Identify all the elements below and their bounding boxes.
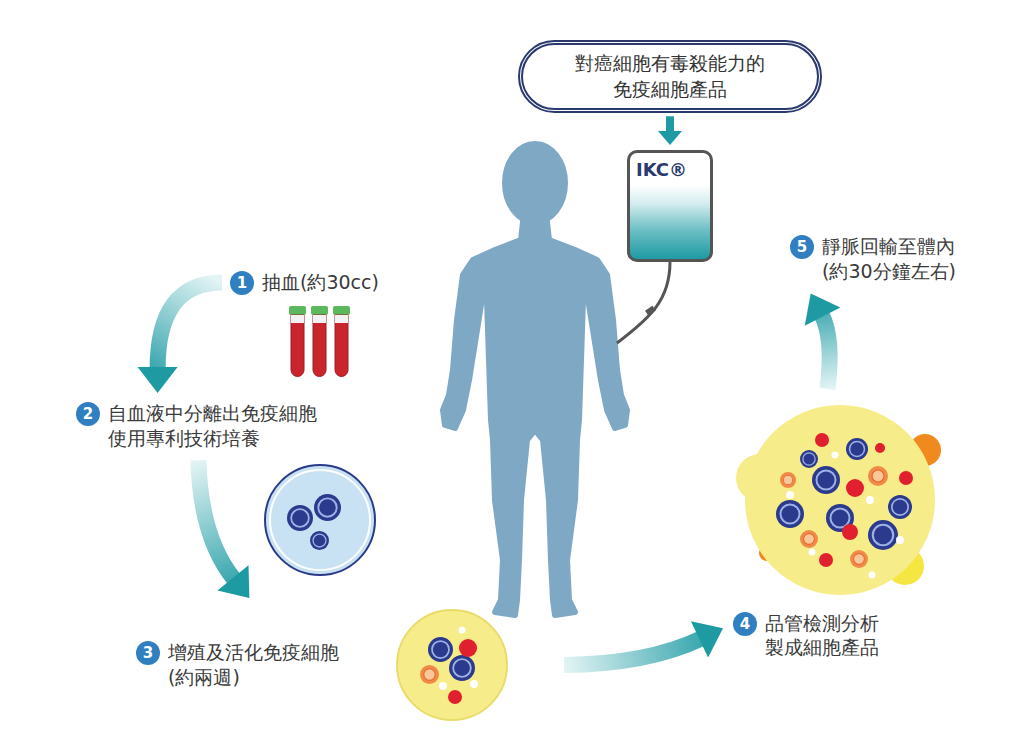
process-step: 1 抽血(約30cc) (230, 270, 432, 295)
arrow-head (658, 131, 682, 145)
dish (397, 610, 507, 720)
flow-arrow (805, 293, 841, 389)
tube-cap (311, 306, 328, 315)
dot (809, 549, 816, 556)
callout-number: 2 (76, 402, 100, 426)
callout-box: 對癌細胞有毒殺能力的 免疫細胞產品 (518, 40, 822, 113)
activated-cell (780, 472, 796, 488)
immune-cell (888, 495, 912, 519)
step-text: 靜脈回輸至體內 (約30分鐘左右) (822, 234, 997, 283)
step-row: 5 靜脈回輸至體內 (約30分鐘左右) (790, 234, 997, 283)
tube-top (335, 315, 348, 323)
callout-number: 1 (230, 271, 254, 295)
tube-top (313, 315, 326, 323)
red-cell (875, 443, 885, 453)
red-cell (448, 690, 462, 704)
step-row: 2 自血液中分離出免疫細胞 使用專利技術培養 (76, 401, 348, 450)
step-text: 自血液中分離出免疫細胞 使用專利技術培養 (108, 401, 348, 450)
product-circle (745, 405, 935, 595)
process-step: 5 靜脈回輸至體內 (約30分鐘左右) (790, 234, 997, 283)
callout-number: 4 (733, 612, 757, 636)
flow-arrow (138, 283, 222, 394)
arrow-head (805, 293, 841, 325)
activated-cell (850, 550, 868, 568)
arrow-shaft (198, 460, 234, 579)
expansion-dish (397, 610, 507, 720)
flow-arrow (564, 621, 723, 665)
head (505, 144, 565, 222)
dish-rim (270, 470, 370, 570)
red-cell (846, 479, 864, 497)
activated-cell (420, 665, 439, 684)
arrow-shaft (822, 315, 830, 389)
dot (896, 536, 904, 544)
tube (313, 315, 326, 377)
immune-cell (800, 450, 818, 468)
infusion-bag: IKC® (627, 150, 713, 262)
culture-dish (265, 465, 375, 575)
dot (786, 491, 794, 499)
step-row: 3 增殖及活化免疫細胞 (約兩週) (136, 640, 363, 689)
arrow-shaft (158, 283, 222, 370)
process-step: 2 自血液中分離出免疫細胞 使用專利技術培養 (76, 401, 348, 450)
immune-cell (812, 466, 840, 494)
activated-cell (800, 530, 818, 548)
activated-cell (868, 466, 888, 486)
tube (335, 315, 348, 377)
tube-clamp (645, 306, 656, 316)
red-cell (815, 433, 829, 447)
callout-number: 5 (790, 235, 814, 259)
dish (265, 465, 375, 575)
immune-cell (449, 655, 475, 681)
tube-cap (289, 306, 306, 315)
step-row: 4 品管檢測分析 製成細胞產品 (733, 611, 915, 660)
callout-number: 3 (136, 641, 160, 665)
immune-cell (868, 520, 898, 550)
immune-cell (310, 531, 329, 550)
arrow-head (138, 367, 178, 393)
tube (291, 315, 304, 377)
tube-cap (333, 306, 350, 315)
dot (459, 627, 466, 634)
dot (832, 452, 839, 459)
step-text: 對癌細胞有毒殺能力的 免疫細胞產品 (545, 51, 795, 102)
step-text: 抽血(約30cc) (262, 270, 432, 295)
immune-cell (776, 500, 804, 528)
infusion-tube (617, 262, 670, 343)
body (443, 222, 627, 615)
tube-top (291, 315, 304, 323)
red-cell (819, 553, 833, 567)
step-text: 增殖及活化免疫細胞 (約兩週) (168, 640, 363, 689)
red-cell (459, 639, 477, 657)
step-text: 品管檢測分析 製成細胞產品 (765, 611, 915, 660)
human-silhouette (443, 144, 627, 615)
product-name: IKC® (636, 159, 704, 180)
red-cell (842, 524, 858, 540)
arrow-head (217, 565, 249, 598)
dot (470, 680, 478, 688)
immune-cell (314, 494, 341, 521)
red-cell (899, 471, 913, 485)
dot (866, 496, 874, 504)
dot (439, 682, 447, 690)
blood-tubes (289, 306, 350, 377)
arrow-head (691, 621, 723, 657)
dot (869, 572, 876, 579)
arrow-shaft (564, 639, 701, 665)
immune-cell (287, 505, 313, 531)
process-step: 3 增殖及活化免疫細胞 (約兩週) (136, 610, 556, 720)
immune-cell (846, 438, 868, 460)
arrow-shaft (666, 116, 674, 133)
flow-arrow (658, 116, 682, 145)
flow-arrow (198, 460, 249, 598)
cell-product (736, 405, 941, 595)
immune-cell (428, 637, 453, 662)
step-row: 1 抽血(約30cc) (230, 270, 432, 295)
process-step: 4 品管檢測分析 製成細胞產品 (733, 395, 943, 660)
